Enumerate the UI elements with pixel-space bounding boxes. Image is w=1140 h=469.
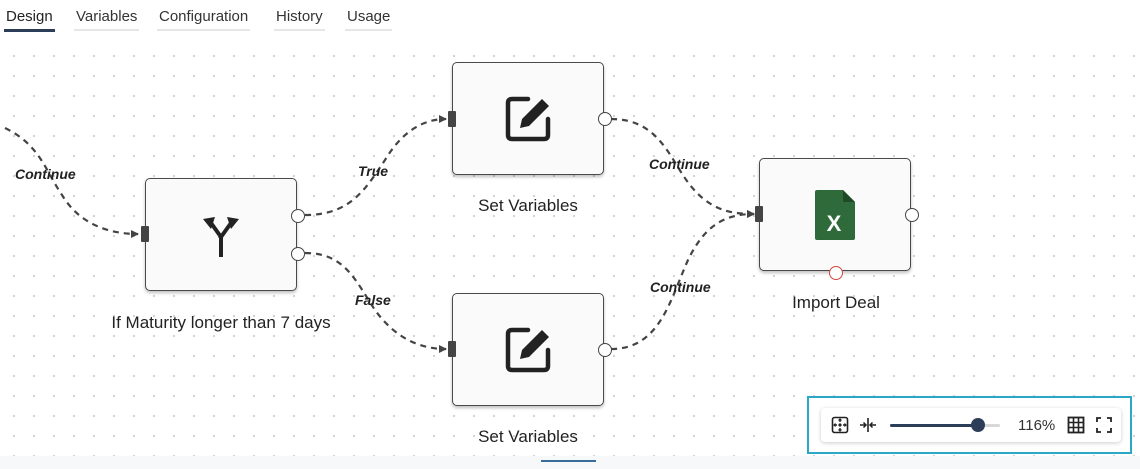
condition-node[interactable] [145, 178, 297, 291]
tab-design[interactable]: Design [4, 8, 55, 32]
import-deal-output-port[interactable] [905, 208, 919, 222]
zoom-toolbar: 116% [821, 408, 1121, 442]
zoom-slider[interactable] [890, 418, 1000, 432]
edge-false[interactable] [304, 251, 447, 353]
edge-label-top-continue: Continue [649, 156, 710, 172]
zoom-control-panel: 116% [807, 396, 1132, 454]
import-deal-label: Import Deal [792, 293, 880, 312]
set-variables-top-node[interactable] [452, 62, 604, 175]
tab-variables[interactable]: Variables [74, 8, 140, 31]
edge-label-true: True [358, 163, 389, 179]
bottom-resize-handle[interactable] [541, 460, 596, 462]
edge-incoming[interactable] [4, 127, 139, 238]
tab-history[interactable]: History [274, 8, 325, 31]
grid-icon[interactable] [1067, 416, 1085, 434]
import-deal-error-port[interactable] [829, 266, 843, 280]
tab-bar: Design Variables Configuration History U… [0, 0, 1140, 36]
set-variables-bottom-label: Set Variables [478, 427, 578, 446]
condition-input-port[interactable] [141, 226, 149, 242]
zoom-slider-fill [890, 424, 978, 427]
zoom-slider-thumb[interactable] [971, 418, 985, 432]
svg-text:X: X [827, 211, 842, 236]
zoom-level-text: 116% [1018, 417, 1056, 434]
set-variables-top-input-port[interactable] [448, 111, 456, 127]
fullscreen-icon[interactable] [1095, 416, 1113, 434]
edit-square-icon [505, 327, 551, 372]
edge-top-continue[interactable] [610, 117, 755, 218]
set-variables-top-label: Set Variables [478, 196, 578, 215]
edge-true[interactable] [304, 115, 447, 217]
set-variables-bottom-input-port[interactable] [448, 341, 456, 357]
condition-node-label: If Maturity longer than 7 days [111, 313, 331, 332]
import-deal-node[interactable]: X [759, 158, 911, 271]
fit-to-screen-icon[interactable] [831, 416, 849, 434]
condition-false-port[interactable] [291, 247, 305, 261]
edge-label-bottom-continue: Continue [650, 279, 711, 295]
edge-label-incoming: Continue [15, 166, 76, 182]
bottom-strip [0, 456, 1140, 469]
condition-true-port[interactable] [291, 209, 305, 223]
collapse-horizontal-icon[interactable] [859, 416, 877, 434]
set-variables-top-output-port[interactable] [598, 112, 612, 126]
set-variables-bottom-output-port[interactable] [598, 343, 612, 357]
edge-bottom-continue[interactable] [610, 210, 755, 351]
edge-label-false: False [355, 292, 391, 308]
branch-split-icon [203, 216, 239, 257]
tab-usage[interactable]: Usage [345, 8, 393, 31]
tab-configuration[interactable]: Configuration [157, 8, 251, 31]
edit-square-icon [505, 96, 551, 141]
set-variables-bottom-node[interactable] [452, 293, 604, 406]
import-deal-input-port[interactable] [755, 206, 763, 222]
excel-file-icon: X [815, 189, 855, 240]
